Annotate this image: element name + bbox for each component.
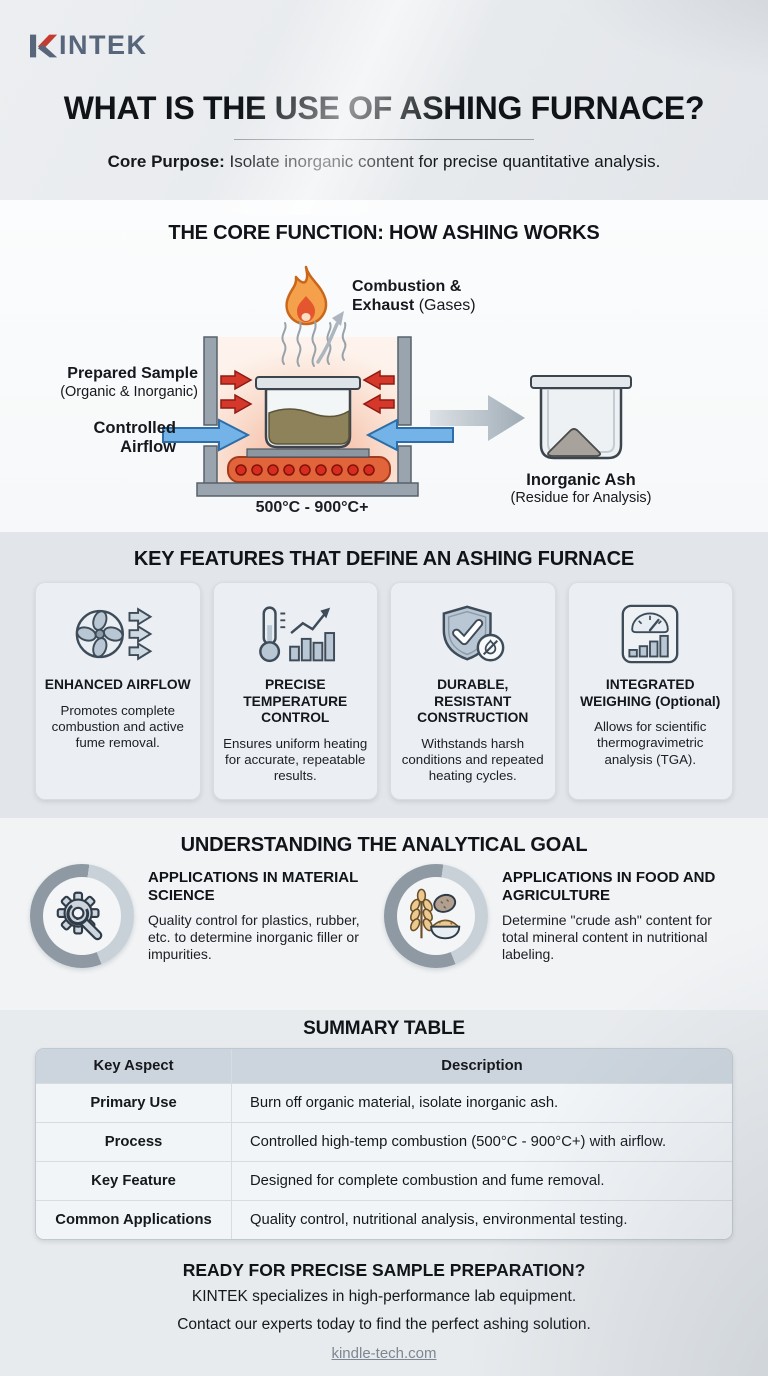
feature-card-weighing: INTEGRATED WEIGHING (Optional) Allows fo…: [567, 582, 733, 800]
feature-card-airflow: ENHANCED AIRFLOW Promotes complete combu…: [35, 582, 201, 800]
feature-cards: ENHANCED AIRFLOW Promotes complete combu…: [35, 582, 733, 800]
fan-airflow-icon: [44, 597, 192, 671]
table-header-row: Key Aspect Description: [36, 1049, 732, 1083]
table-row: Process Controlled high-temp combustion …: [36, 1122, 732, 1161]
goal-item-body: Quality control for plastics, rubber, et…: [148, 911, 360, 962]
feature-body: Withstands harsh conditions and repeated…: [401, 735, 544, 784]
controlled-airflow-label: Controlled Airflow: [93, 419, 177, 457]
footer-headline: READY FOR PRECISE SAMPLE PREPARATION?: [182, 1260, 586, 1280]
summary-title: SUMMARY TABLE: [303, 1018, 465, 1039]
features-section-title: KEY FEATURES THAT DEFINE AN ASHING FURNA…: [133, 548, 635, 570]
summary-section: SUMMARY TABLE Key Aspect Description Pri…: [0, 1010, 768, 1376]
table-row: Common Applications Quality control, nut…: [36, 1200, 732, 1239]
row-desc: Quality control, nutritional analysis, e…: [250, 1212, 628, 1228]
core-purpose-text: Isolate inorganic content for precise qu…: [224, 152, 661, 171]
thermometer-chart-icon: [222, 597, 370, 671]
row-key: Key Feature: [36, 1162, 232, 1200]
heating-element-icon: [227, 456, 391, 483]
core-function-section: THE CORE FUNCTION: HOW ASHING WORKS: [0, 200, 768, 532]
row-desc: Designed for complete combustion and fum…: [250, 1173, 605, 1189]
row-key: Primary Use: [36, 1084, 232, 1122]
combustion-label: Combustion & Exhaust (Gases): [352, 278, 476, 314]
page-title: WHAT IS THE USE OF ASHING FURNACE?: [63, 90, 705, 126]
footer-line1: KINTEK specializes in high-performance l…: [191, 1288, 577, 1305]
column-header: Key Aspect: [36, 1049, 232, 1083]
wheat-food-icon: [384, 864, 488, 968]
footer-line2: Contact our experts today to find the pe…: [177, 1316, 591, 1333]
ash-crucible-icon: [530, 375, 632, 460]
inorganic-ash-label: Inorganic Ash (Residue for Analysis): [510, 471, 652, 507]
prepared-sample-label: Prepared Sample (Organic & Inorganic): [60, 365, 198, 400]
goal-item-body: Determine "crude ash" content for total …: [502, 911, 712, 962]
feature-title: DURABLE, RESISTANT CONSTRUCTION: [417, 677, 529, 726]
core-purpose-label: Core Purpose:: [107, 152, 225, 171]
weighing-scale-icon: [577, 597, 725, 671]
goal-item-title: APPLICATIONS IN FOOD AND AGRICULTURE: [502, 869, 716, 904]
kintek-logo: INTEK: [30, 30, 148, 61]
summary-table: Key Aspect Description Primary Use Burn …: [35, 1048, 733, 1240]
goal-item-material-science: APPLICATIONS IN MATERIAL SCIENCE Quality…: [30, 864, 384, 968]
feature-body: Promotes complete combustion and active …: [51, 702, 184, 750]
footer: READY FOR PRECISE SAMPLE PREPARATION? KI…: [0, 1260, 768, 1363]
core-purpose-line: Core Purpose: Isolate inorganic content …: [0, 152, 768, 172]
analytical-goal-section: UNDERSTANDING THE ANALYTICAL GOAL: [0, 818, 768, 1010]
goal-items: APPLICATIONS IN MATERIAL SCIENCE Quality…: [30, 864, 738, 968]
temperature-label: 500°C - 900°C+: [255, 499, 369, 516]
goal-item-title: APPLICATIONS IN MATERIAL SCIENCE: [148, 869, 358, 904]
table-row: Primary Use Burn off organic material, i…: [36, 1083, 732, 1122]
feature-body: Allows for scientific thermogravimetric …: [594, 719, 707, 767]
table-row: Key Feature Designed for complete combus…: [36, 1161, 732, 1200]
feature-card-construction: DURABLE, RESISTANT CONSTRUCTION Withstan…: [390, 582, 556, 800]
gear-wrench-icon: [30, 864, 134, 968]
website-link[interactable]: kindle-tech.com: [331, 1345, 437, 1362]
header-band: INTEK WHAT IS THE USE OF ASHING FURNACE?…: [0, 0, 768, 200]
feature-title: PRECISE TEMPERATURE CONTROL: [243, 677, 348, 726]
row-desc: Burn off organic material, isolate inorg…: [250, 1095, 559, 1111]
goal-section-title: UNDERSTANDING THE ANALYTICAL GOAL: [180, 834, 588, 856]
logo-k-icon: [30, 34, 58, 57]
shield-check-icon: [399, 597, 547, 671]
column-header: Description: [441, 1058, 523, 1074]
feature-title: ENHANCED AIRFLOW: [44, 677, 191, 692]
feature-card-temperature: PRECISE TEMPERATURE CONTROL Ensures unif…: [212, 582, 378, 800]
flame-icon: [285, 265, 328, 326]
row-key: Process: [36, 1123, 232, 1161]
row-desc: Controlled high-temp combustion (500°C -…: [250, 1134, 667, 1150]
feature-title: INTEGRATED WEIGHING (Optional): [580, 677, 721, 709]
crucible-platform: [246, 448, 370, 458]
title-divider: [234, 139, 534, 140]
feature-body: Ensures uniform heating for accurate, re…: [223, 735, 368, 784]
features-section: KEY FEATURES THAT DEFINE AN ASHING FURNA…: [0, 532, 768, 818]
row-key: Common Applications: [36, 1201, 232, 1239]
goal-item-food-agriculture: APPLICATIONS IN FOOD AND AGRICULTURE Det…: [384, 864, 738, 968]
logo-text: INTEK: [59, 30, 148, 60]
crucible-icon: [255, 376, 361, 449]
